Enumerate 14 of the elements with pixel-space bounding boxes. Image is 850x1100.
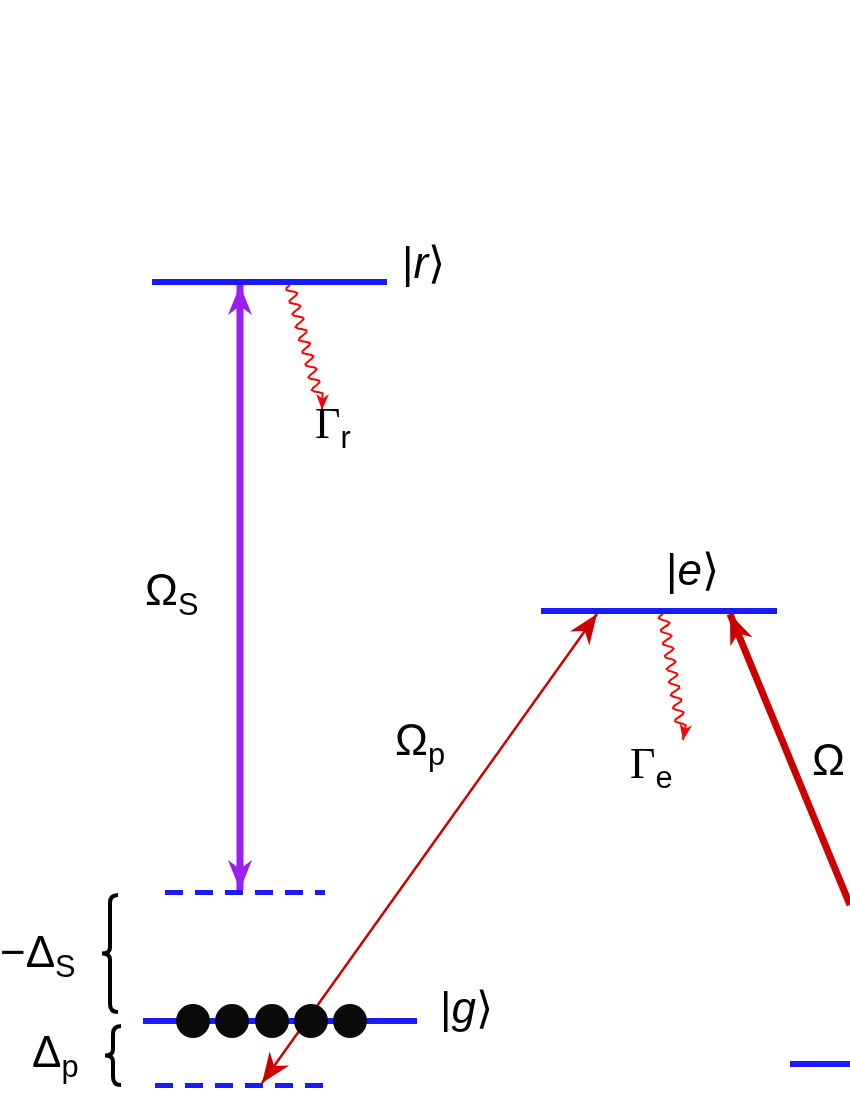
state-label: |r⟩ xyxy=(402,241,446,285)
transition-arrow xyxy=(726,612,850,907)
state-label: |e⟩ xyxy=(666,548,719,592)
decay-rate-label: Γ$_{r}$ xyxy=(315,402,351,454)
rabi-frequency-label: Ω xyxy=(812,738,845,782)
decay-arrow xyxy=(285,284,329,411)
rabi-frequency-label: Ω$_{p}$ xyxy=(395,718,446,771)
rabi-frequency-label: Ω$_{S}$ xyxy=(145,568,199,621)
detuning-label: −Δ$_{S}$ xyxy=(0,930,76,983)
decay-arrow xyxy=(657,613,693,741)
transition-arrow xyxy=(261,613,598,1084)
decay-rate-label: Γ$_{e}$ xyxy=(630,742,673,794)
detuning-label: Δ$_{p}$ xyxy=(32,1030,79,1083)
state-label: |g⟩ xyxy=(440,986,493,1030)
